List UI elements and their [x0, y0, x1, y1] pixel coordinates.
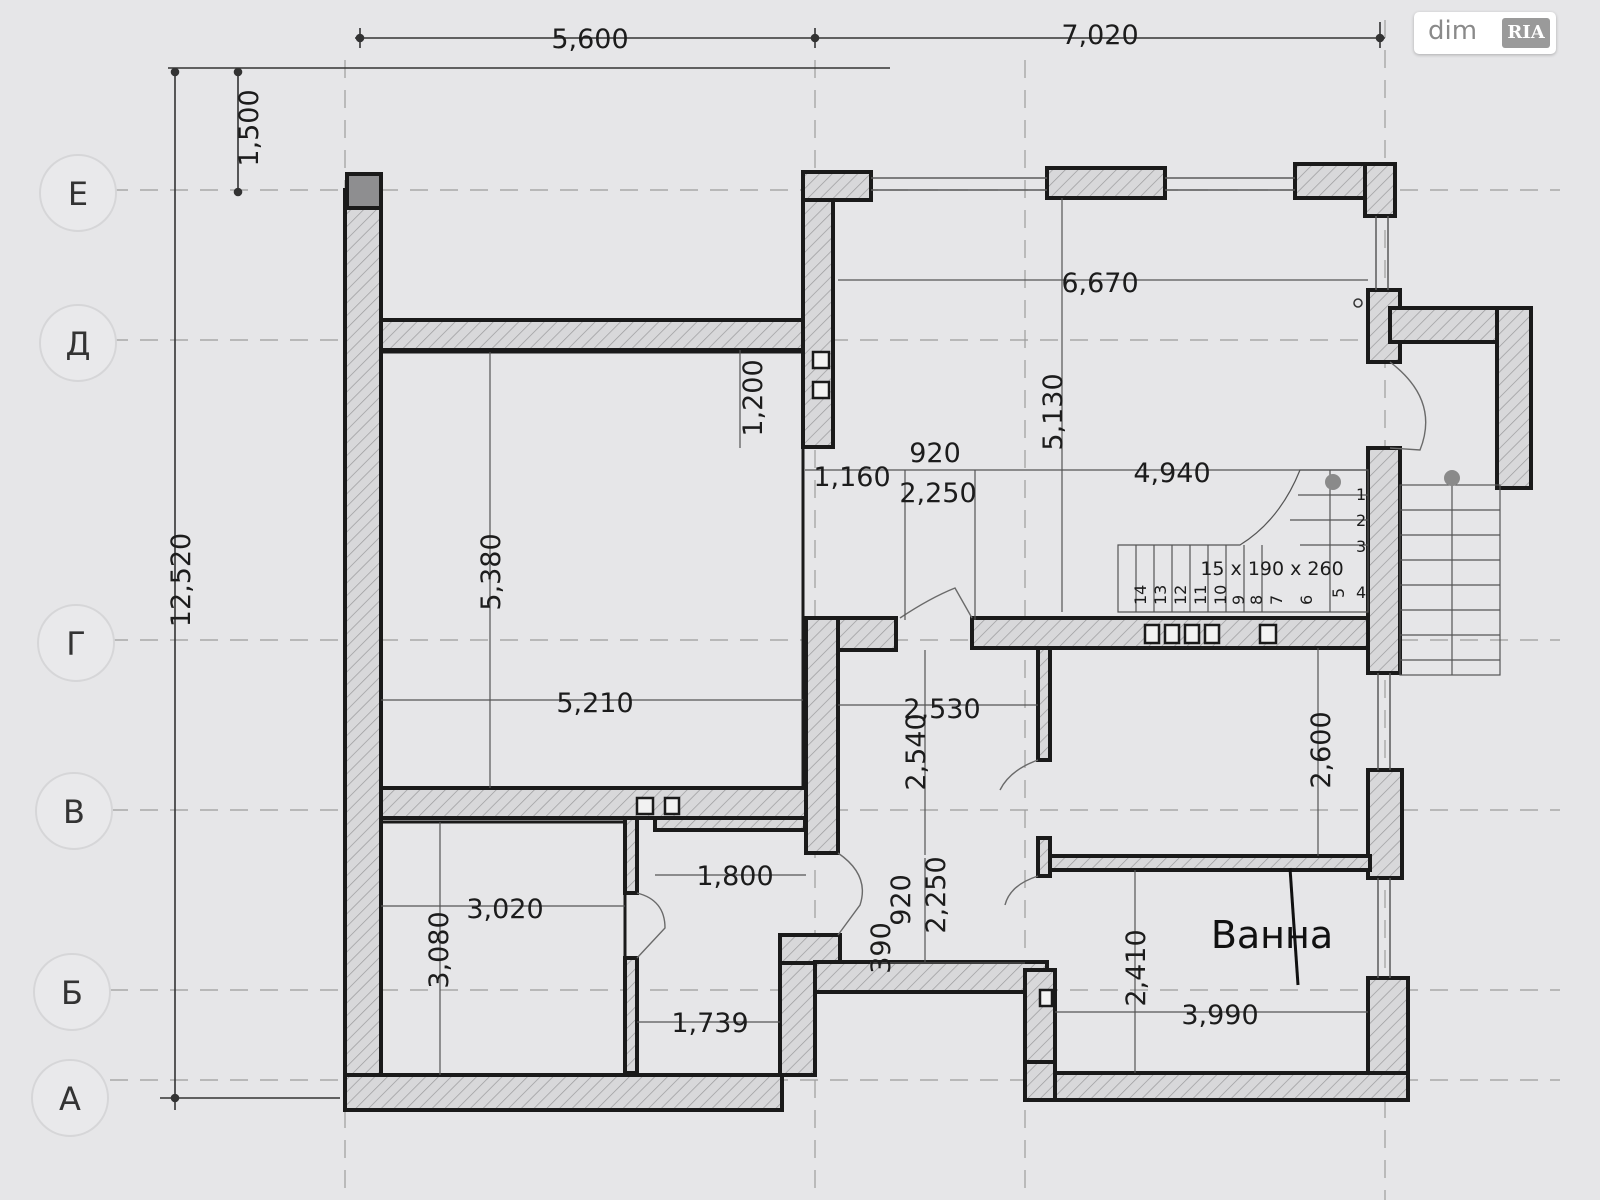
- step-number: 14: [1131, 585, 1150, 605]
- step-number: 13: [1151, 585, 1170, 605]
- step-number: 9: [1229, 595, 1248, 605]
- staircase: [1117, 469, 1501, 676]
- step-number: 1: [1356, 485, 1366, 504]
- step-number: 3: [1356, 537, 1366, 556]
- stair-step-numbers: 1 2 3 4 5 6 7 8 9 10 11 12 13 14: [1131, 485, 1366, 605]
- step-number: 11: [1191, 585, 1210, 605]
- dim-big-room-height: 5,380: [476, 533, 507, 610]
- dim-offset-e: 1,500: [234, 89, 265, 166]
- stair-marker: [1444, 470, 1460, 486]
- dimension-labels: 6,670 5,130 4,940 1,200 1,160 920 2,250 …: [424, 268, 1337, 1039]
- axis-v: В: [63, 793, 85, 831]
- room-label-bath: Ванна: [1211, 913, 1333, 957]
- step-number: 5: [1329, 588, 1348, 598]
- dim-living-width: 6,670: [1061, 268, 1138, 299]
- dim-small-corridor: 1,800: [696, 861, 773, 892]
- dim-top-right: 7,020: [1061, 20, 1138, 51]
- dim-left-room-height: 3,080: [424, 911, 455, 988]
- dim-living-depth: 5,130: [1038, 373, 1069, 450]
- room-outlines: [379, 350, 1368, 1077]
- outer-dimension-lines: [160, 22, 1385, 1110]
- bath-pen-mark: [1288, 867, 1300, 986]
- axis-labels: Е Д Г В Б А: [31, 154, 117, 1137]
- dim-door-920-bottom: 920: [886, 874, 917, 926]
- dim-big-room-width: 5,210: [556, 688, 633, 719]
- step-number: 2: [1356, 511, 1366, 530]
- dim-left-room-width: 3,020: [466, 894, 543, 925]
- dim-corridor-height: 2,540: [901, 713, 932, 790]
- axis-g: Г: [66, 625, 86, 663]
- dim-door-920-top: 920: [909, 438, 961, 469]
- walls: [343, 162, 1533, 1112]
- step-number: 7: [1267, 595, 1286, 605]
- dim-door-1160: 1,160: [813, 462, 890, 493]
- door-swings: [636, 361, 1427, 959]
- axis-e: Е: [68, 175, 88, 213]
- step-number: 6: [1297, 595, 1316, 605]
- axis-b: Б: [61, 974, 83, 1012]
- step-number: 8: [1247, 595, 1266, 605]
- step-number: 4: [1356, 583, 1366, 602]
- fixture-dot: [1353, 298, 1363, 308]
- dim-hall-width: 4,940: [1133, 458, 1210, 489]
- dim-hall-2250-top: 2,250: [899, 478, 976, 509]
- fixtures: [635, 350, 1278, 1008]
- step-number: 12: [1171, 585, 1190, 605]
- windows: [871, 177, 1391, 978]
- dim-total-height: 12,520: [166, 533, 197, 627]
- dim-bath-width: 3,990: [1181, 1000, 1258, 1031]
- dim-right-room-height: 2,600: [1306, 711, 1337, 788]
- axis-a: А: [59, 1080, 81, 1118]
- dim-top-left: 5,600: [551, 24, 628, 55]
- axis-d: Д: [66, 325, 91, 363]
- step-number: 10: [1211, 585, 1230, 605]
- dim-corridor-width: 2,530: [903, 694, 980, 725]
- dim-bath-height: 2,410: [1121, 929, 1152, 1006]
- dim-niche-390: 390: [866, 922, 897, 974]
- watermark-text: dim: [1428, 16, 1478, 46]
- dim-storage: 1,739: [671, 1008, 748, 1039]
- stair-spec: 15 х 190 х 260: [1200, 558, 1343, 580]
- watermark-badge: RIA: [1502, 18, 1550, 48]
- dim-hall-2250-bottom: 2,250: [921, 856, 952, 933]
- stair-marker: [1325, 474, 1341, 490]
- inner-dimension-lines: [381, 198, 1368, 1075]
- dim-niche: 1,200: [738, 359, 769, 436]
- watermark-logo: dim RIA: [1414, 12, 1556, 54]
